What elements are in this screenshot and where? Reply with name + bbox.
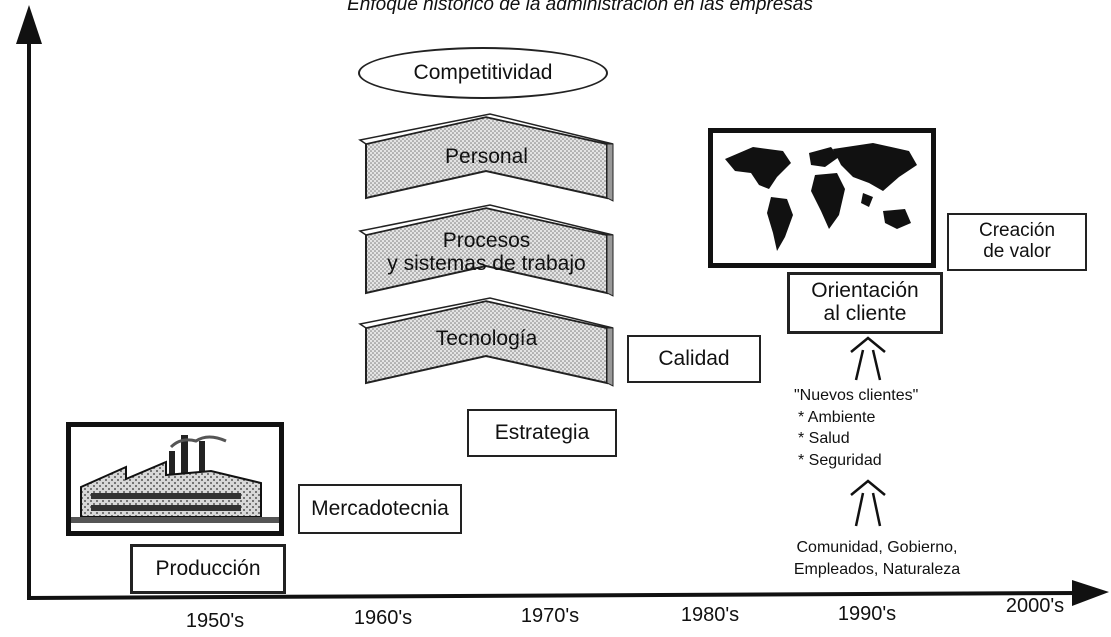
pillar-procesos-label: Procesos y sistemas de trabajo (387, 228, 586, 275)
nuevos-clientes-item: * Salud (798, 430, 850, 448)
chevron-tecnologia (358, 297, 614, 387)
y-axis-arrow (16, 5, 42, 44)
nuevos-clientes-heading: "Nuevos clientes" (794, 387, 919, 404)
box-estrategia-label: Estrategia (494, 420, 590, 444)
box-produccion-label: Producción (155, 556, 261, 580)
factory-illustration (66, 422, 284, 536)
x-axis-arrow (1072, 580, 1109, 606)
nuevos-clientes-item: * Ambiente (798, 408, 876, 426)
tick-1980s: 1980's (680, 604, 740, 626)
tick-1990s: 1990's (837, 603, 897, 625)
competitividad-ellipse: Competitividad (358, 47, 608, 99)
world-map-icon (725, 143, 917, 251)
tick-1970s: 1970's (520, 605, 580, 627)
world-map-illustration (708, 128, 936, 268)
box-calidad-label: Calidad (658, 346, 730, 370)
tick-1960s: 1960's (353, 607, 413, 629)
box-creacion: Creación de valor (947, 213, 1087, 271)
nuevos-clientes-block: "Nuevos clientes" * Ambiente * Salud * S… (794, 385, 954, 471)
diagram-title: Enfoque histórico de la administración e… (347, 0, 813, 15)
box-calidad: Calidad (627, 335, 761, 383)
x-axis (26, 591, 1081, 600)
pillar-tecnologia-label: Tecnología (435, 327, 538, 351)
competitividad-label: Competitividad (413, 61, 553, 84)
stakeholders-text: Comunidad, Gobierno, Empleados, Naturale… (793, 539, 961, 578)
box-mercadotecnia: Mercadotecnia (298, 484, 462, 534)
up-arrow-lower (850, 479, 886, 527)
tick-2000s: 2000's (1005, 595, 1065, 617)
chevron-procesos (358, 204, 614, 297)
tick-1950s: 1950's (185, 610, 245, 632)
pillar-personal-label: Personal (445, 145, 528, 169)
up-arrow-upper (850, 336, 886, 381)
chevron-personal (358, 113, 614, 202)
box-estrategia: Estrategia (467, 409, 617, 457)
box-orientacion: Orientación al cliente (787, 272, 943, 334)
box-orientacion-label: Orientación al cliente (811, 279, 919, 325)
nuevos-clientes-item: * Seguridad (798, 451, 882, 469)
box-creacion-label: Creación de valor (978, 220, 1056, 262)
factory-icon (71, 435, 279, 523)
box-mercadotecnia-label: Mercadotecnia (311, 496, 449, 520)
box-produccion: Producción (130, 544, 286, 594)
